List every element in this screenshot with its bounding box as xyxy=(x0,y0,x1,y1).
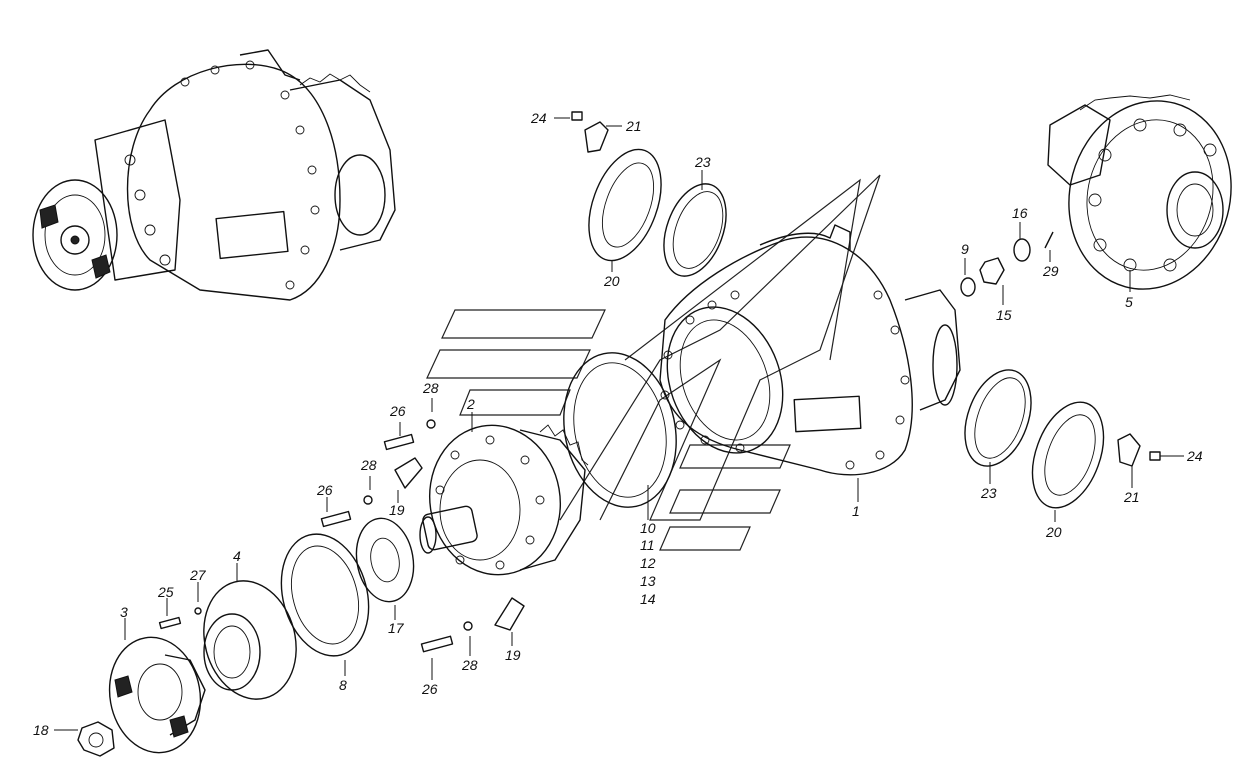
label-5: 5 xyxy=(1125,294,1133,310)
label-26c: 26 xyxy=(421,681,438,697)
label-24b: 24 xyxy=(1186,448,1203,464)
label-3: 3 xyxy=(120,604,128,620)
label-21a: 21 xyxy=(625,118,642,134)
shim-washer xyxy=(355,517,415,603)
label-27: 27 xyxy=(189,567,207,583)
label-23a: 23 xyxy=(694,154,711,170)
label-25: 25 xyxy=(157,584,174,600)
label-26a: 26 xyxy=(389,403,406,419)
label-19b: 19 xyxy=(505,647,521,663)
assembled-reducer-view xyxy=(32,49,396,301)
drive-flange xyxy=(108,636,206,754)
drive-gear-assembly xyxy=(419,424,589,576)
flange-nut xyxy=(77,721,115,757)
label-23b: 23 xyxy=(980,485,997,501)
label-10: 10 xyxy=(640,520,656,536)
bearing-cup-left xyxy=(663,183,727,277)
label-12: 12 xyxy=(640,555,656,571)
label-13: 13 xyxy=(640,573,656,589)
label-4: 4 xyxy=(233,548,241,564)
axle-housing xyxy=(659,224,961,476)
label-19a: 19 xyxy=(389,502,405,518)
label-29: 29 xyxy=(1042,263,1059,279)
reducer-bolt-holes xyxy=(124,60,320,290)
label-20b: 20 xyxy=(1045,524,1062,540)
bearing-cup-right xyxy=(964,369,1032,467)
label-8: 8 xyxy=(339,677,347,693)
label-28a: 28 xyxy=(422,380,439,396)
small-hardware xyxy=(158,111,1161,653)
leader-lines xyxy=(54,117,1184,731)
gear-bolt-holes xyxy=(435,435,545,570)
label-28c: 28 xyxy=(461,657,478,673)
label-15: 15 xyxy=(996,307,1012,323)
watermark-logo xyxy=(426,174,881,551)
differential-assembly xyxy=(1047,94,1232,290)
label-24a: 24 xyxy=(530,110,547,126)
label-16: 16 xyxy=(1012,205,1028,221)
bearing-cover xyxy=(203,580,297,700)
housing-bolt-holes xyxy=(660,290,910,470)
housing-gasket xyxy=(563,352,677,508)
label-1: 1 xyxy=(852,503,860,519)
label-28b: 28 xyxy=(360,457,377,473)
flange-gasket xyxy=(280,533,370,657)
bearing-adjuster-right xyxy=(1031,401,1105,509)
label-14: 14 xyxy=(640,591,656,607)
label-17: 17 xyxy=(388,620,405,636)
label-9: 9 xyxy=(961,241,969,257)
label-18: 18 xyxy=(33,722,49,738)
label-20a: 20 xyxy=(603,273,620,289)
label-2: 2 xyxy=(466,396,475,412)
bearing-adjuster-left xyxy=(588,148,662,262)
part-labels: 1 2 3 4 5 8 9 10 11 12 13 14 15 16 17 18… xyxy=(33,110,1203,738)
label-21b: 21 xyxy=(1123,489,1140,505)
label-11: 11 xyxy=(640,537,655,553)
label-26b: 26 xyxy=(316,482,333,498)
